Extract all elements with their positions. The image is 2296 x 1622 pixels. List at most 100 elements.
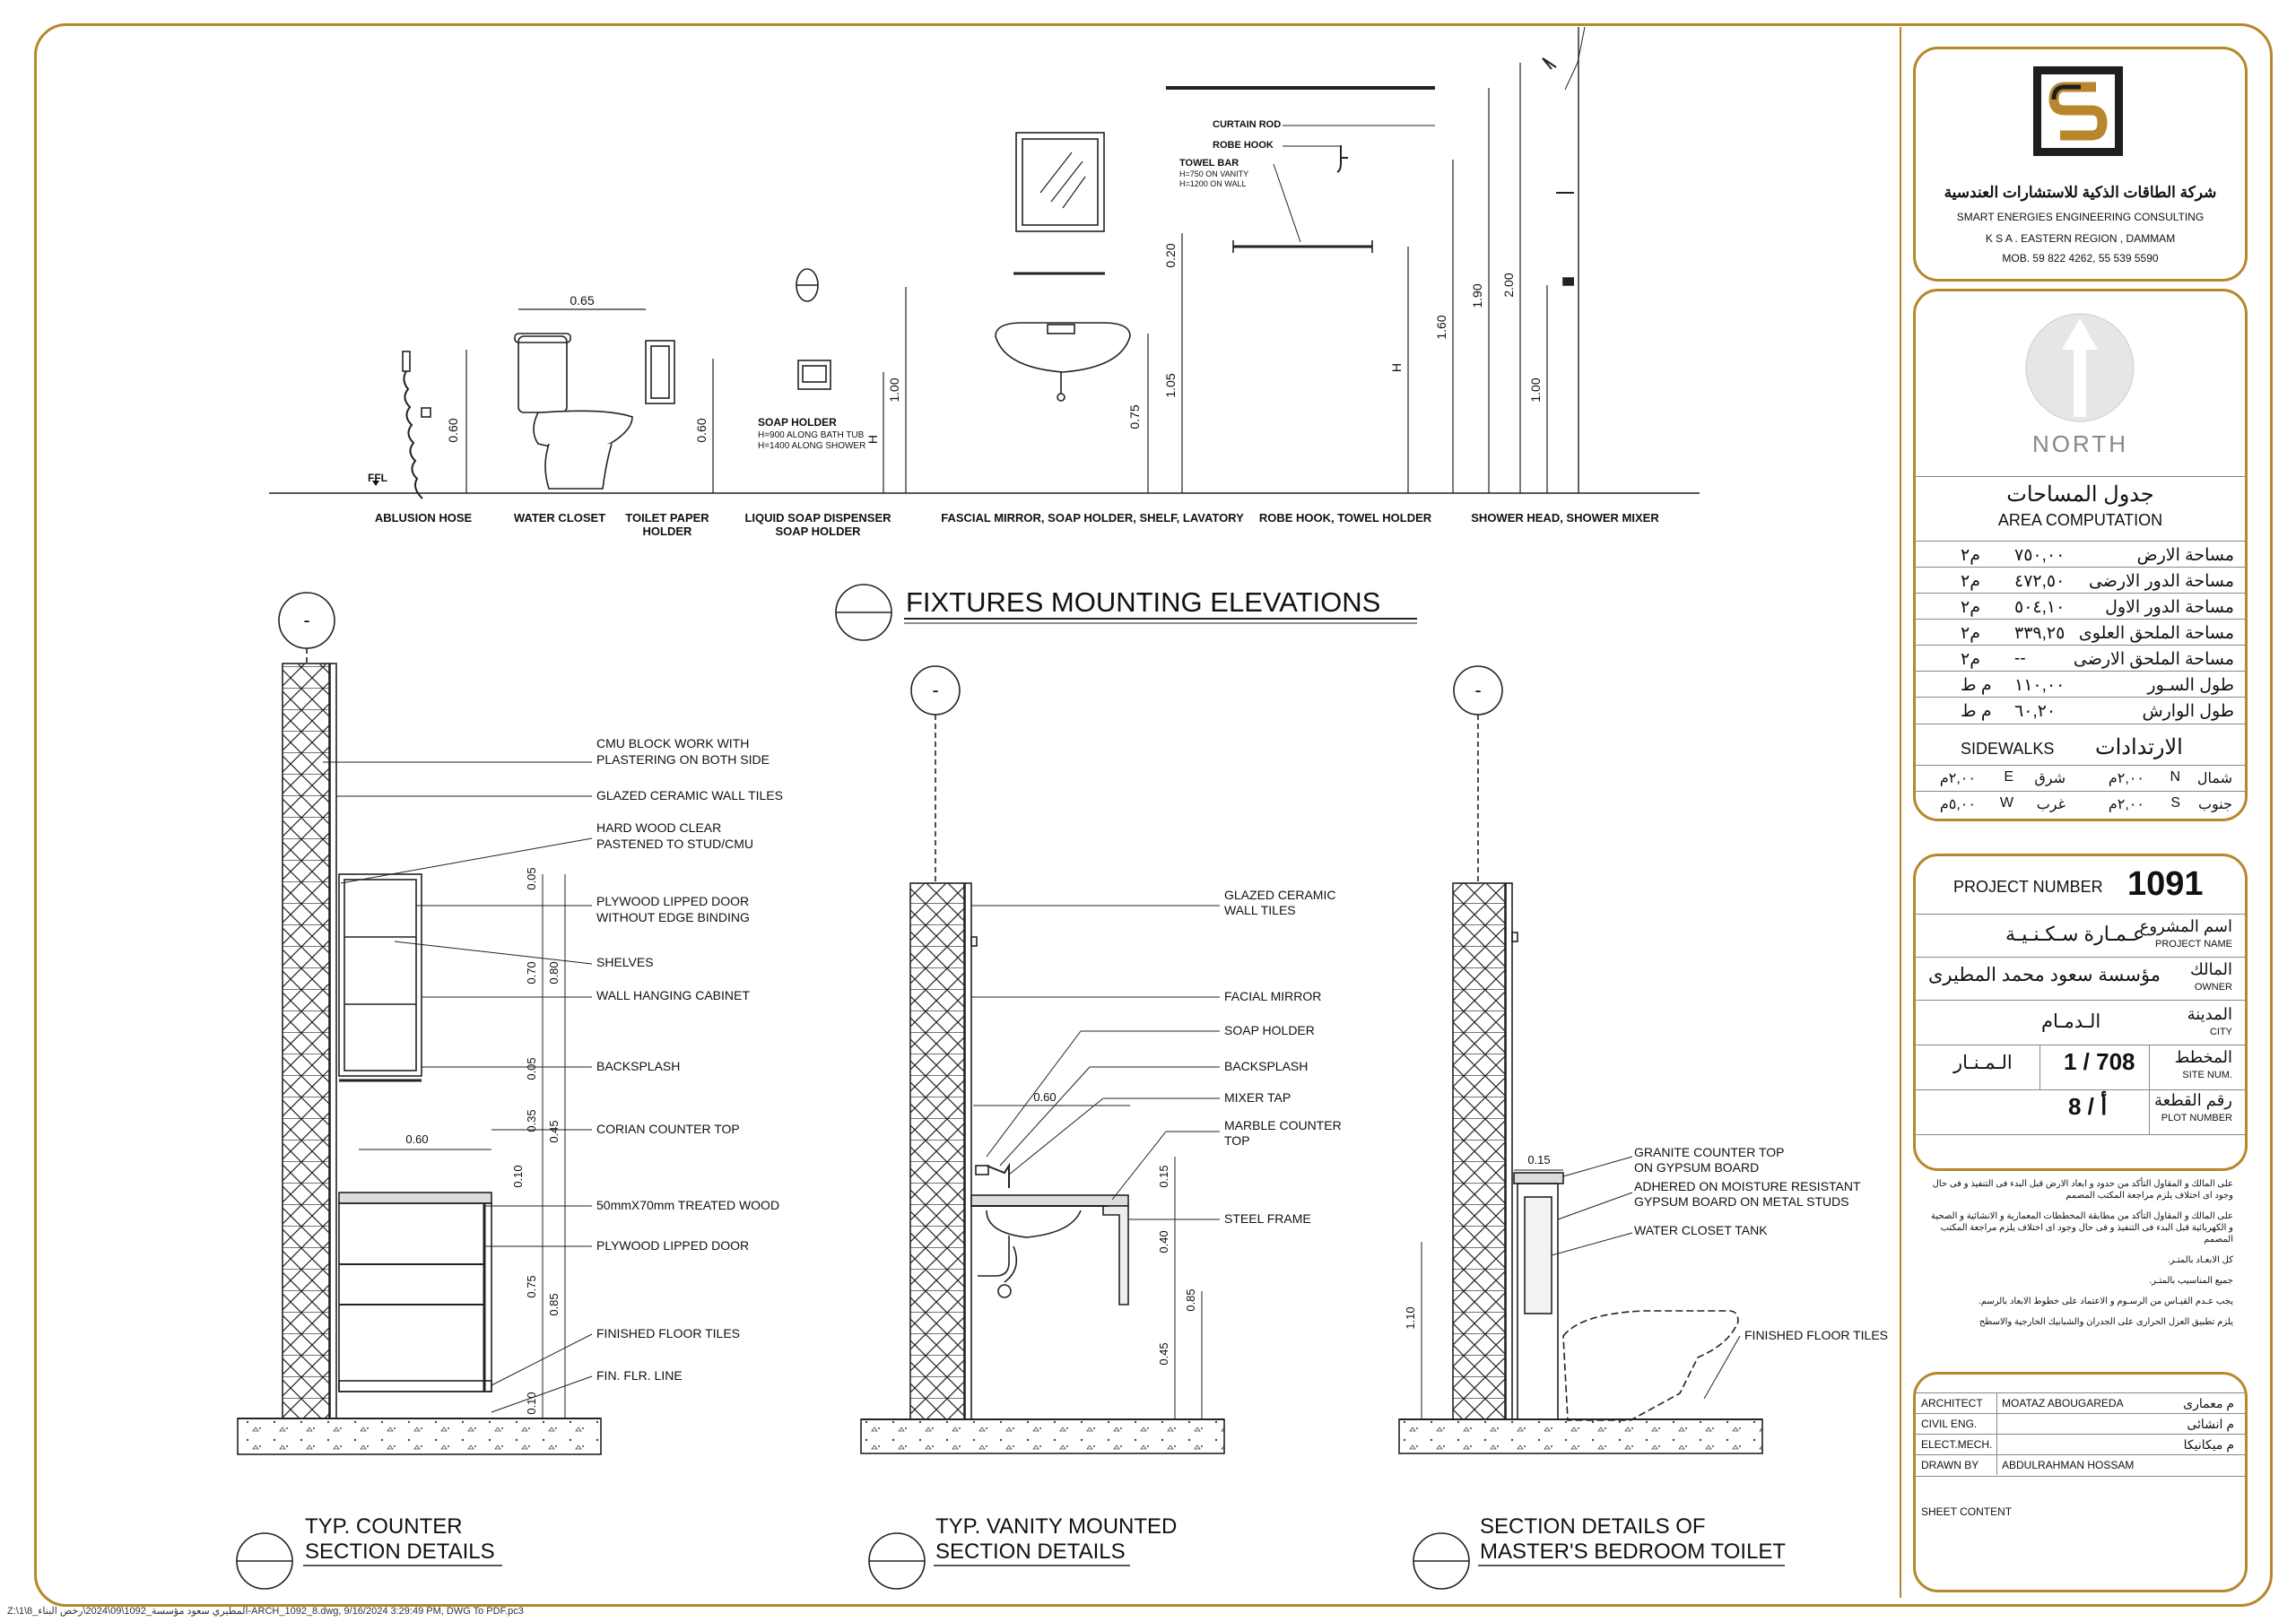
counter-section: - 0.05 0.70 0.80 0.05 0.35 0.45 0.10: [236, 592, 783, 1590]
vanity-note: WALL TILES: [1224, 903, 1296, 917]
project-name-ar-label: اسم المشروع: [2139, 917, 2232, 935]
area-row-unit: م٢: [1961, 546, 1980, 565]
owner-ar-label: المالك: [2189, 960, 2232, 978]
area-title-ar: جدول المساحات: [2006, 482, 2154, 507]
caption-mirror-group: FASCIAL MIRROR, SOAP HOLDER, SHELF, LAVA…: [941, 511, 1244, 525]
water-closet-icon: [514, 333, 633, 490]
staff-role-ar: م ميكانيكا: [2183, 1437, 2234, 1452]
dim-robe-160: 1.60: [1434, 315, 1448, 339]
project-name-en-label: PROJECT NAME: [2155, 939, 2232, 950]
counter-note: HARD WOOD CLEAR: [596, 820, 721, 835]
area-row: مساحة الدور الارضى ٤٧٢,٥٠ م٢: [1916, 567, 2245, 594]
area-row: طول السـور ١١٠,٠٠ م ط: [1916, 671, 2245, 698]
city-en-label: CITY: [2209, 1027, 2232, 1037]
counter-note: PLYWOOD LIPPED DOOR: [596, 894, 749, 908]
counter-title-1: TYP. COUNTER: [305, 1514, 463, 1539]
city-ar-label: المدينة: [2187, 1005, 2232, 1023]
shower-icon: [1166, 26, 1586, 493]
city-name: الـدمـام: [2041, 1011, 2101, 1032]
staff-role-ar: م انشائى: [2187, 1417, 2234, 1431]
counter-dim: 0.70: [525, 961, 538, 984]
vanity-dim: 0.40: [1157, 1230, 1170, 1253]
company-mobile: MOB. 59 822 4262, 55 539 5590: [2002, 252, 2159, 265]
staff-row: ARCHITECT MOATAZ ABOUGAREDA م معمارى: [1916, 1392, 2245, 1414]
dim-soap-h: H: [865, 435, 880, 444]
counter-marker: -: [303, 609, 309, 631]
fixtures-elevation-group: FFL 0.60 0.65 0.60 SOAP HOLDER H=900 ALO…: [269, 26, 1700, 538]
toilet-dim: 1.10: [1404, 1306, 1417, 1329]
area-row-unit: م ط: [1961, 702, 1992, 721]
sidewalk-val: ٥,٠٠م: [1939, 797, 1976, 812]
soap-holder-h2: H=1400 ALONG SHOWER: [758, 441, 865, 451]
staff-name: MOATAZ ABOUGAREDA: [2002, 1397, 2124, 1409]
vanity-note: MARBLE COUNTER: [1224, 1118, 1342, 1132]
towel-bar-label: TOWEL BAR: [1179, 158, 1239, 169]
vanity-note: STEEL FRAME: [1224, 1211, 1311, 1226]
area-row-unit: م٢: [1961, 572, 1980, 591]
area-row-value: ٥٠٤,١٠: [2014, 598, 2066, 617]
area-row: مساحة الملحق الارضى -- م٢: [1916, 645, 2245, 672]
area-row: مساحة الملحق العلوى ٣٣٩,٢٥ م٢: [1916, 619, 2245, 646]
toilet-section: - 0.15 1.10 GRANITE COUNTER TOP ON GYPSU…: [1398, 665, 1888, 1590]
staff-role: ARCHITECT: [1921, 1397, 1983, 1409]
sidewalk-row: شمال N ٢,٠٠م شرق E ٢,٠٠م: [1916, 765, 2245, 792]
toilet-note: ON GYPSUM BOARD: [1634, 1160, 1759, 1175]
sidewalk-row: جنوب S ٢,٠٠م غرب W ٥,٠٠م: [1916, 791, 2245, 818]
caption-toilet-paper-1: TOILET PAPER: [625, 511, 709, 525]
counter-note: FINISHED FLOOR TILES: [596, 1326, 740, 1340]
staff-role-ar: م معمارى: [2183, 1396, 2234, 1410]
counter-note: PLYWOOD LIPPED DOOR: [596, 1238, 749, 1253]
sheet-content-label: SHEET CONTENT: [1921, 1505, 2013, 1518]
counter-dim: 0.75: [525, 1275, 538, 1297]
counter-note: FIN. FLR. LINE: [596, 1368, 683, 1383]
staff-row: CIVIL ENG. م انشائى: [1916, 1413, 2245, 1435]
dim-200: 2.00: [1501, 273, 1516, 297]
soap-holder-h1: H=900 ALONG BATH TUB: [758, 430, 865, 440]
dim-tp: 0.60: [694, 418, 709, 442]
toilet-note: GYPSUM BOARD ON METAL STUDS: [1634, 1194, 1849, 1209]
towel-bar-h1: H=750 ON VANITY: [1179, 169, 1248, 178]
company-region: K S A . EASTERN REGION , DAMMAM: [1985, 232, 2176, 245]
plot-number: 8 / أ: [2068, 1093, 2108, 1120]
counter-note: WALL HANGING CABINET: [596, 988, 750, 1002]
counter-dim: 0.45: [547, 1120, 561, 1142]
general-notes: على المالك و المقاول التأكد من حدود و اب…: [1919, 1176, 2239, 1365]
mirror-lavatory-icon: [995, 132, 1131, 402]
caption-toilet-paper-2: HOLDER: [643, 525, 693, 538]
plot-ar-label: رقم القطعة: [2154, 1091, 2232, 1109]
sidewalks-en: SIDEWALKS: [1961, 740, 2055, 758]
owner-en-label: OWNER: [2194, 982, 2232, 993]
dim-towel-h: H: [1389, 363, 1404, 372]
company-box: شركة الطاقات الذكية للاستشارات العندسية …: [1913, 47, 2248, 282]
area-row-label: مساحة الملحق العلوى: [2078, 624, 2234, 643]
sidewalk-dir: N: [2170, 769, 2180, 785]
staff-box: ARCHITECT MOATAZ ABOUGAREDA م معمارى CIV…: [1913, 1372, 2248, 1592]
area-row: مساحة الدور الاول ٥٠٤,١٠ م٢: [1916, 593, 2245, 620]
vanity-dim: 0.45: [1157, 1342, 1170, 1365]
caption-ablusion: ABLUSION HOSE: [375, 511, 473, 525]
vanity-title-1: TYP. VANITY MOUNTED: [935, 1514, 1177, 1539]
sidewalk-val: ٢,٠٠م: [1939, 771, 1976, 786]
project-name: عـمـارة سـكـنـيـة: [2005, 923, 2145, 945]
site-ar-label: المخطط: [2174, 1048, 2232, 1066]
sidewalk-ar: شمال: [2196, 771, 2232, 786]
staff-role: ELECT.MECH.: [1921, 1438, 1993, 1451]
toilet-title-1: SECTION DETAILS OF: [1480, 1514, 1706, 1539]
vanity-dim: 0.60: [1033, 1090, 1056, 1104]
dim-100-mixer: 1.00: [1528, 377, 1543, 402]
counter-dim: 0.85: [547, 1293, 561, 1315]
district-name: الـمـنـار: [1953, 1053, 2013, 1073]
area-row: مساحة الارض ٧٥٠,٠٠ م٢: [1916, 541, 2245, 568]
owner-name: مؤسسة سعود محمد المطيرى: [1928, 965, 2161, 985]
vanity-note: GLAZED CERAMIC: [1224, 888, 1335, 902]
dim-wc-width: 0.65: [570, 293, 594, 308]
counter-dim: 0.10: [525, 1392, 538, 1414]
area-row-label: طول الوارش: [2142, 702, 2234, 721]
caption-robe-group: ROBE HOOK, TOWEL HOLDER: [1259, 511, 1432, 525]
area-row-value: ٦٠,٢٠: [2014, 702, 2057, 721]
staff-row: ELECT.MECH. م ميكانيكا: [1916, 1434, 2245, 1455]
staff-name: ABDULRAHMAN HOSSAM: [2002, 1459, 2135, 1471]
staff-role: DRAWN BY: [1921, 1459, 1979, 1471]
company-name-ar: شركة الطاقات الذكية للاستشارات العندسية: [1944, 184, 2217, 201]
note-item: كل الابعـاد بالمتـر.: [2167, 1255, 2233, 1265]
